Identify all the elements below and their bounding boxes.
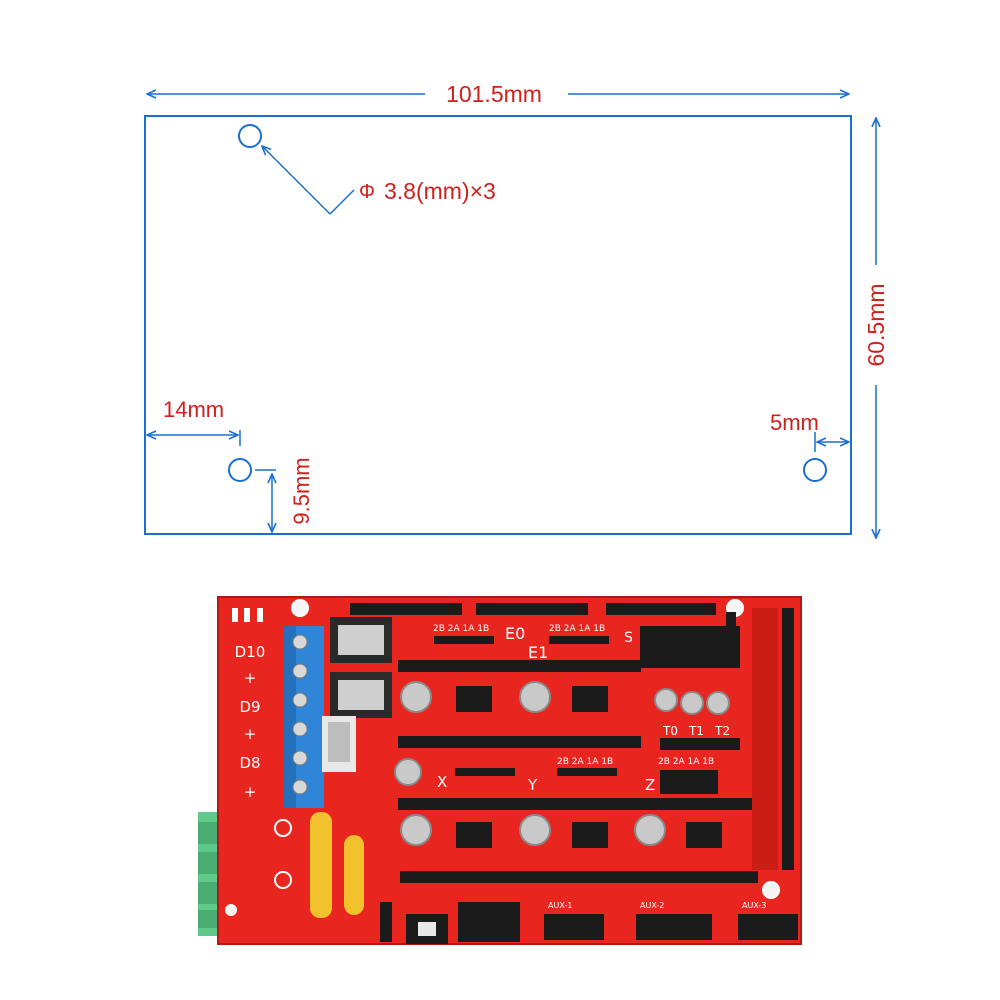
driver-pins-label-1: 2B 2A 1A 1B <box>433 624 489 634</box>
capacitors <box>394 681 730 846</box>
driver-label-e1: E1 <box>528 643 548 662</box>
driver-config-headers <box>434 636 722 848</box>
height-dimension-label: 60.5mm <box>863 283 889 366</box>
mounting-hole-top <box>238 124 262 148</box>
board-illustration: D10 + D9 + D8 + <box>198 596 802 945</box>
output-label-plus-1: + <box>244 669 257 687</box>
output-label-d8: D8 <box>239 754 260 772</box>
driver-label-x: X <box>437 773 447 791</box>
mounting-hole-bottom-left <box>228 458 252 482</box>
output-label-plus-2: + <box>244 725 257 743</box>
power-plus-mark-1 <box>274 819 292 837</box>
endstop-header-block <box>640 626 740 668</box>
left-offset-label: 14mm <box>163 397 224 422</box>
thermistor-label-t2: T2 <box>714 724 730 738</box>
outline-drawing: 101.5mm 60.5mm Φ 3.8(mm)×3 14mm 9.5mm 5m… <box>144 81 889 538</box>
mosfet-components <box>322 617 392 772</box>
driver-pins-label-4: 2B 2A 1A 1B <box>658 757 714 767</box>
output-label-d9: D9 <box>239 698 260 716</box>
output-label-plus-3: + <box>244 783 257 801</box>
output-terminal-block <box>284 626 324 808</box>
right-offset-label: 5mm <box>770 410 819 435</box>
driver-socket-rows <box>398 660 758 883</box>
bottom-offset-label: 9.5mm <box>289 457 314 524</box>
driver-pins-label-2: 2B 2A 1A 1B <box>549 624 605 634</box>
pcb-mount-hole-1 <box>291 599 309 617</box>
hole-leader-short <box>329 189 355 215</box>
mounting-hole-bottom-right <box>803 458 827 482</box>
hole-leader-diagonal <box>262 146 331 215</box>
right-pin-headers <box>726 608 794 870</box>
aux-headers <box>458 902 798 942</box>
driver-label-z: Z <box>645 776 655 794</box>
hole-diameter-label: 3.8(mm)×3 <box>384 178 496 204</box>
thermistor-label-t0: T0 <box>662 724 678 738</box>
driver-label-e0: E0 <box>505 624 525 643</box>
width-dimension-label: 101.5mm <box>446 81 542 107</box>
pcb-mount-hole-3 <box>762 881 780 899</box>
driver-pins-label-3: 2B 2A 1A 1B <box>557 757 613 767</box>
thermistor-label-t1: T1 <box>688 724 704 738</box>
aux-label-2: AUX-2 <box>640 901 664 910</box>
pcb-mount-hole-4 <box>225 904 237 916</box>
top-pin-headers <box>350 603 716 615</box>
aux-label-1: AUX-1 <box>548 901 572 910</box>
servo-label: S <box>624 630 633 646</box>
power-plus-mark-2 <box>274 871 292 889</box>
hole-diameter-symbol: Φ <box>359 181 375 203</box>
driver-label-y: Y <box>527 776 538 794</box>
aux-label-3: AUX-3 <box>742 901 766 910</box>
thermistor-header <box>660 738 740 750</box>
output-label-d10: D10 <box>235 643 266 661</box>
board-outline <box>144 115 852 535</box>
fuses <box>310 812 364 918</box>
